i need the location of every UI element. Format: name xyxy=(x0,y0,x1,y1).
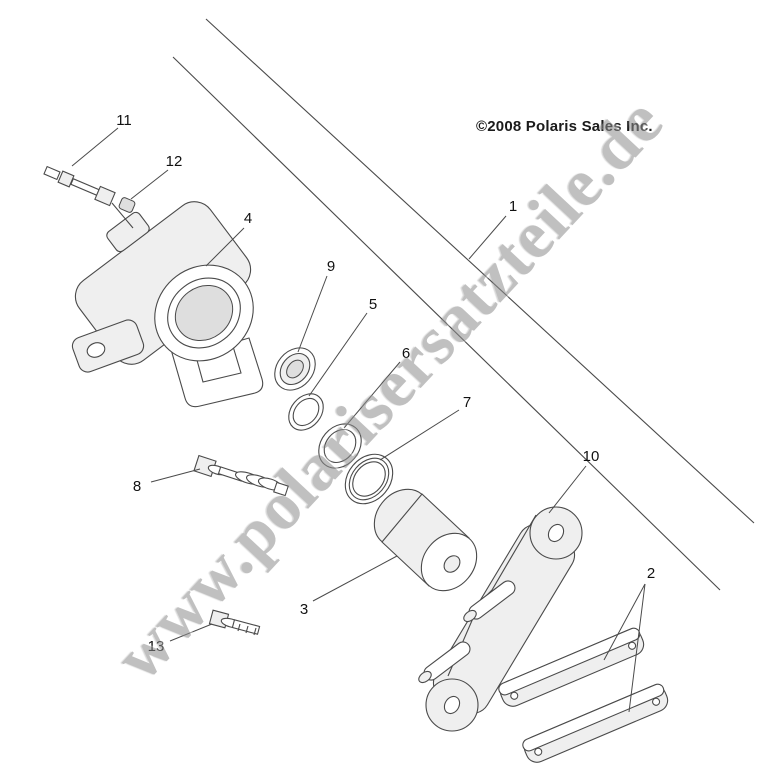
leader-6 xyxy=(343,361,401,429)
part-12-bleeder-cap xyxy=(118,197,136,213)
part-4-caliper-body xyxy=(71,201,264,408)
leader-9 xyxy=(297,275,328,353)
leader-3 xyxy=(312,555,398,602)
callout-label-10: 10 xyxy=(583,448,600,465)
leader-4 xyxy=(205,227,245,267)
leader-2b xyxy=(628,583,646,713)
part-13-flange-bolt xyxy=(208,609,261,636)
callout-label-6: 6 xyxy=(402,345,410,362)
callout-label-9: 9 xyxy=(327,258,335,275)
part-10-mounting-bracket xyxy=(418,506,583,732)
callout-label-4: 4 xyxy=(244,210,252,227)
leader-8 xyxy=(150,468,201,483)
callout-label-12: 12 xyxy=(166,153,183,170)
part-8-guide-pin xyxy=(193,454,289,497)
part-6-piston-seal xyxy=(318,423,362,469)
leader-2a xyxy=(603,583,646,661)
callout-label-13: 13 xyxy=(148,638,165,655)
part-3-piston xyxy=(373,488,478,592)
leader-10 xyxy=(548,465,587,514)
part-7-seal-ring xyxy=(344,453,394,505)
part-2-brake-pad-inner xyxy=(522,683,669,763)
callout-label-3: 3 xyxy=(300,601,308,618)
part-9-dust-boot xyxy=(274,347,316,391)
callout-label-8: 8 xyxy=(133,478,141,495)
assembly-axis-line-1 xyxy=(205,18,755,524)
callout-label-5: 5 xyxy=(369,296,377,313)
part-5-o-ring xyxy=(288,393,324,431)
leader-12 xyxy=(130,169,169,200)
leader-7 xyxy=(379,409,460,461)
part-11-bleeder-screw xyxy=(43,165,134,229)
leader-lines xyxy=(71,127,646,713)
callout-label-11: 11 xyxy=(116,112,132,129)
leader-13 xyxy=(169,623,213,642)
callout-label-2: 2 xyxy=(647,565,655,582)
assembly-axis-line-2 xyxy=(172,56,721,591)
copyright-text: ©2008 Polaris Sales Inc. xyxy=(476,118,653,135)
leader-1 xyxy=(468,215,507,260)
callout-label-7: 7 xyxy=(463,394,471,411)
leader-5 xyxy=(308,312,368,397)
callout-label-1: 1 xyxy=(509,198,517,215)
leader-11 xyxy=(71,127,119,167)
